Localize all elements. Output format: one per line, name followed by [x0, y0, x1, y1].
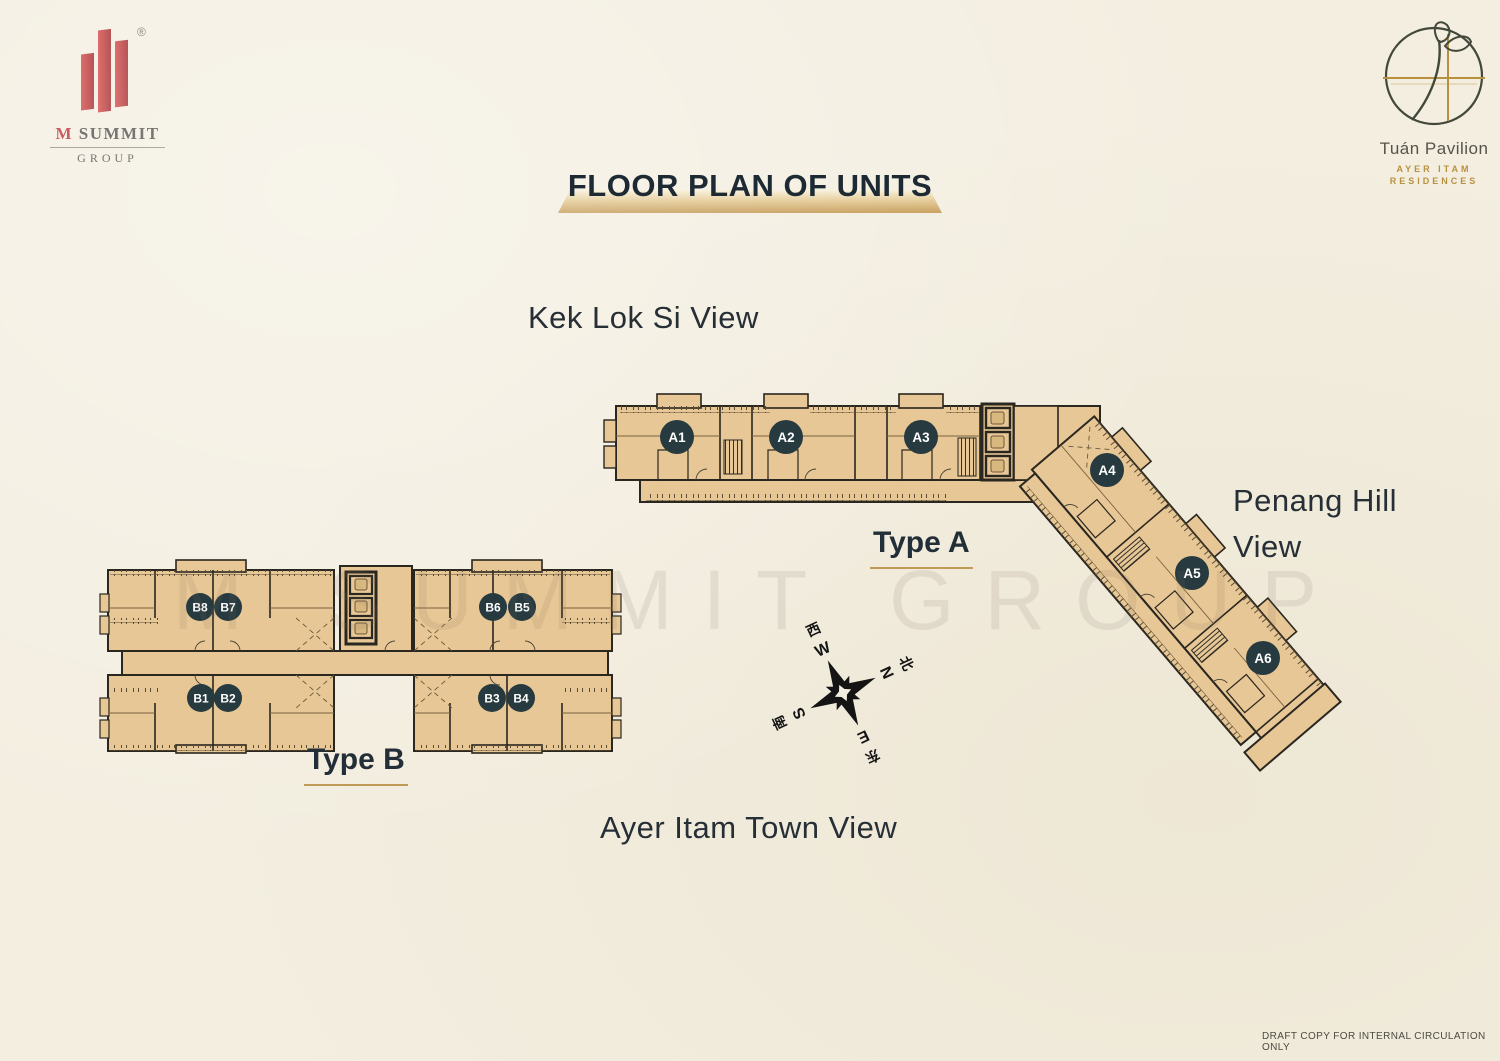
type-b-floorplan: B8 B7 B6 B5 B1 B2 B3 B4	[99, 559, 622, 754]
type-a-unit-markers: A1 A2 A3 A4 A5 A6	[660, 420, 1280, 675]
page-title: FLOOR PLAN OF UNITS	[567, 168, 933, 203]
unit-marker-a1: A1	[660, 420, 694, 454]
pavilion-logo: Tuán Pavilion AYER ITAM RESIDENCES	[1366, 20, 1500, 186]
msummit-logo: ® M SUMMIT GROUP	[40, 18, 175, 166]
unit-marker-a5: A5	[1175, 556, 1209, 590]
type-b-label: Type B	[304, 743, 408, 786]
svg-text:A5: A5	[1183, 566, 1201, 581]
unit-marker-a4: A4	[1090, 453, 1124, 487]
compass-e-cn: 东	[863, 746, 882, 766]
svg-text:A1: A1	[668, 430, 686, 445]
unit-marker-b2: B2	[214, 684, 242, 712]
type-a-diagonal-wing	[1018, 414, 1343, 773]
msummit-bars-icon: ®	[80, 25, 146, 113]
svg-text:B5: B5	[514, 601, 530, 615]
unit-marker-b3: B3	[478, 684, 506, 712]
draft-disclaimer: DRAFT COPY FOR INTERNAL CIRCULATION ONLY	[1262, 1031, 1486, 1053]
msummit-brand-sub: GROUP	[50, 147, 165, 166]
registered-mark: ®	[137, 25, 146, 39]
compass-w-cn: 西	[804, 619, 823, 639]
svg-text:B6: B6	[485, 601, 501, 615]
svg-text:B7: B7	[220, 601, 236, 615]
title-gold-band	[558, 190, 942, 213]
compass-rose-icon: W N S E 西 北 南 东	[769, 619, 916, 766]
page-title-banner: FLOOR PLAN OF UNITS	[558, 163, 942, 213]
unit-marker-b1: B1	[187, 684, 215, 712]
view-label-ayer-itam: Ayer Itam Town View	[600, 810, 898, 845]
svg-text:A6: A6	[1254, 651, 1272, 666]
type-b-building-outline	[99, 559, 622, 754]
pavilion-leaf-icon	[1383, 21, 1485, 126]
compass-n: N	[876, 664, 896, 682]
pavilion-name: Tuán Pavilion	[1379, 139, 1489, 158]
unit-marker-b4: B4	[507, 684, 535, 712]
penang-hill-line1: Penang Hill	[1233, 483, 1398, 518]
type-b-unit-markers: B8 B7 B6 B5 B1 B2 B3 B4	[186, 593, 536, 712]
view-label-penang-hill: Penang Hill View	[1233, 478, 1397, 570]
unit-marker-a2: A2	[769, 420, 803, 454]
svg-text:B3: B3	[484, 692, 500, 706]
unit-marker-b5: B5	[508, 593, 536, 621]
compass-n-cn: 北	[896, 654, 916, 673]
type-a-label: Type A	[870, 526, 973, 569]
unit-marker-b6: B6	[479, 593, 507, 621]
penang-hill-line2: View	[1233, 529, 1302, 564]
compass-s-cn: 南	[769, 713, 789, 732]
unit-marker-a3: A3	[904, 420, 938, 454]
type-a-floorplan: A1 A2 A3 A4 A5 A6	[603, 393, 1343, 773]
svg-text:A2: A2	[777, 430, 794, 445]
compass-w: W	[812, 639, 834, 661]
unit-marker-b7: B7	[214, 593, 242, 621]
svg-text:B2: B2	[220, 692, 236, 706]
view-label-kek-lok-si: Kek Lok Si View	[528, 300, 759, 335]
svg-text:B1: B1	[193, 692, 209, 706]
type-a-interior-walls	[616, 406, 981, 501]
compass-s: S	[790, 704, 810, 721]
svg-text:A3: A3	[912, 430, 930, 445]
pavilion-sub2: RESIDENCES	[1389, 176, 1479, 186]
msummit-brand-name: M SUMMIT	[55, 124, 160, 143]
svg-text:A4: A4	[1098, 463, 1116, 478]
svg-text:B8: B8	[192, 601, 208, 615]
unit-marker-a6: A6	[1246, 641, 1280, 675]
pavilion-sub1: AYER ITAM	[1396, 164, 1472, 174]
compass-e: E	[854, 726, 871, 746]
unit-marker-b8: B8	[186, 593, 214, 621]
svg-text:B4: B4	[513, 692, 529, 706]
